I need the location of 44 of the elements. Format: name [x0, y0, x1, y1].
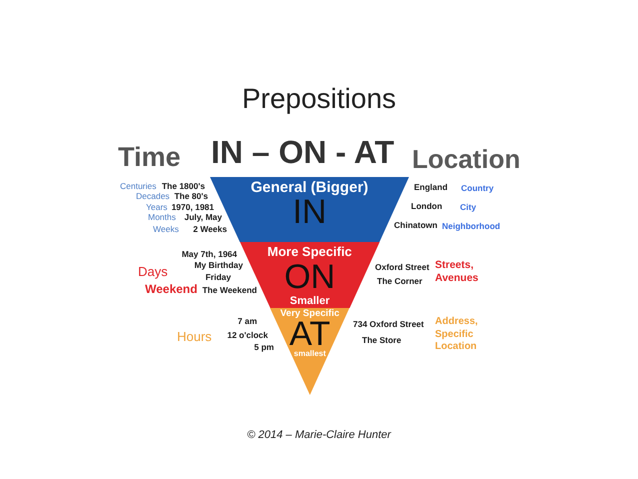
example-text: 12 o'clock [227, 331, 268, 341]
band-subtitle: smallest [294, 350, 326, 359]
category-label: Days [138, 265, 168, 280]
column-heading: Time [118, 142, 181, 174]
example-text: 1970, 1981 [171, 203, 214, 213]
example-text: 734 Oxford Street [353, 320, 424, 330]
category-label: Centuries [120, 182, 156, 192]
example-text: Friday [205, 273, 231, 283]
column-heading: Location [412, 145, 520, 175]
title: Prepositions [242, 82, 396, 116]
example-text: The Corner [377, 277, 422, 287]
preposition-label: AT [289, 320, 330, 349]
caption: © 2014 – Marie-Claire Hunter [247, 429, 391, 442]
preposition-label: ON [284, 263, 336, 292]
preposition-label: IN [292, 198, 327, 227]
example-text: The 80's [174, 192, 208, 202]
example-text: 7 am [238, 317, 257, 327]
category-label: Country [461, 184, 494, 194]
example-text: 5 pm [254, 343, 274, 353]
band-heading: More Specific [267, 245, 352, 260]
category-label: Hours [177, 330, 212, 345]
category-label: Neighborhood [442, 222, 500, 232]
example-text: 2 Weeks [193, 225, 227, 235]
category-label: Streets, Avenues [435, 259, 480, 284]
category-label: Weekend [145, 283, 198, 297]
example-text: May 7th, 1964 [182, 250, 237, 260]
category-label: Decades [136, 192, 170, 202]
example-text: Oxford Street [375, 263, 430, 273]
heading: IN – ON - AT [211, 134, 394, 171]
category-label: City [460, 203, 476, 213]
category-label: Months [148, 213, 176, 223]
category-label: Years [146, 203, 168, 213]
example-text: July, May [184, 213, 222, 223]
example-text: London [411, 202, 442, 212]
example-text: My Birthday [194, 261, 243, 271]
band-subtitle: Smaller [290, 295, 330, 308]
category-label: Weeks [153, 225, 179, 235]
category-label: Address, Specific Location [435, 316, 479, 354]
example-text: The Weekend [202, 286, 257, 296]
example-text: Chinatown [394, 221, 438, 231]
example-text: The Store [362, 336, 402, 346]
example-text: The 1800's [162, 182, 205, 192]
band-heading: Very Specific [280, 309, 340, 320]
band-heading: General (Bigger) [250, 179, 368, 196]
